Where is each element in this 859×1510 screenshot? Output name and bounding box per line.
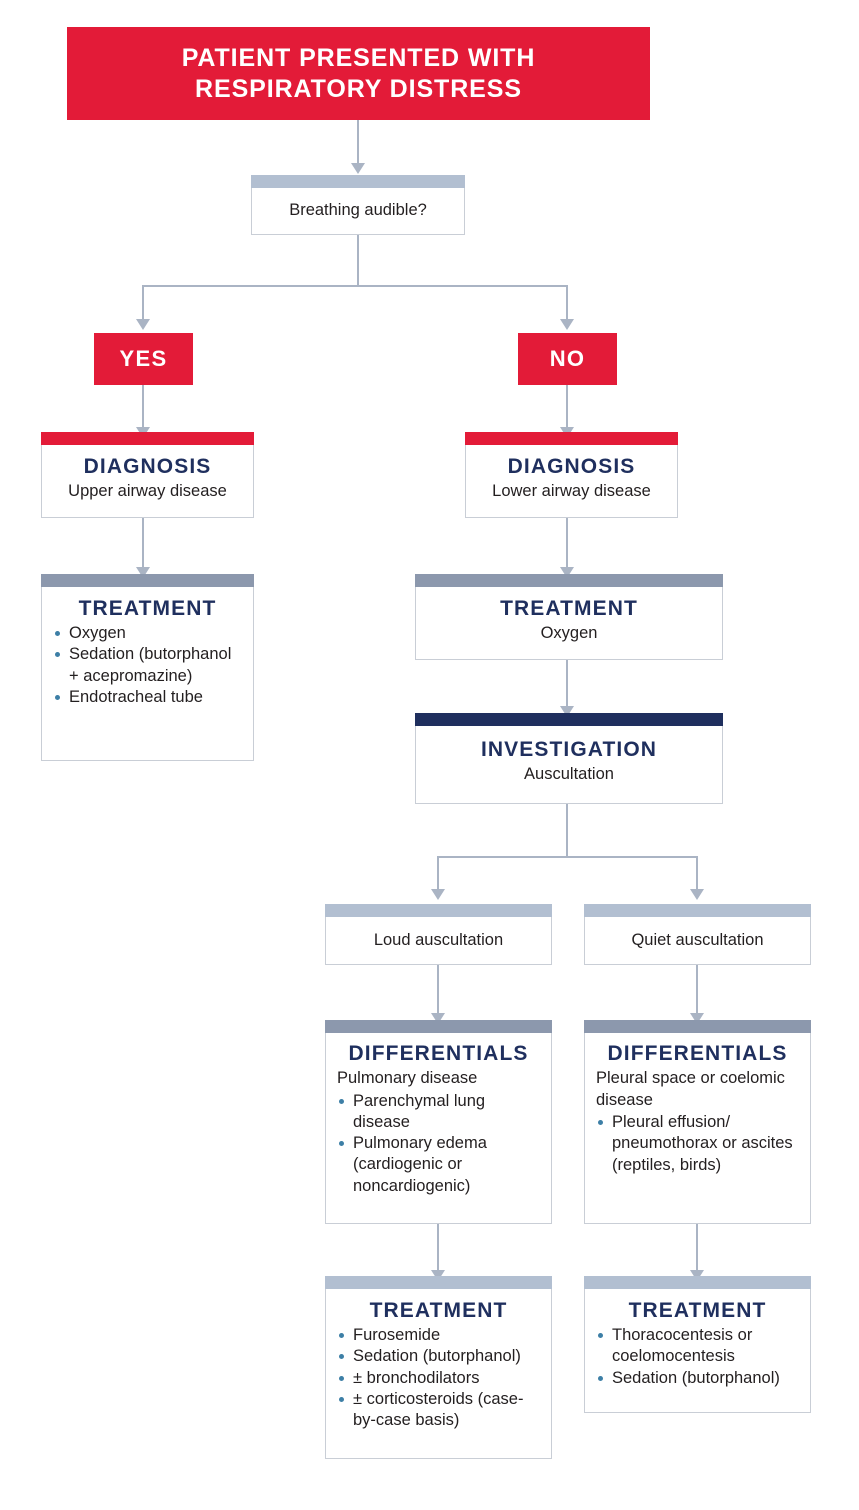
- arrowhead-no: [560, 319, 574, 330]
- list-item: Sedation (butorphanol + acepromazine): [53, 644, 242, 687]
- node-cap-light: [325, 904, 552, 917]
- ddx-quiet-lead: Pleural space or coelomic disease: [596, 1069, 785, 1109]
- arrowhead-dxupper-txupper: [136, 567, 150, 578]
- question-label: Breathing audible?: [289, 201, 427, 219]
- edge-root-question: [357, 120, 359, 165]
- tx-upper-title: TREATMENT: [78, 597, 217, 620]
- node-differentials-loud: DIFFERENTIALS Pulmonary disease Parenchy…: [325, 1020, 552, 1224]
- node-cap-red: [465, 432, 678, 445]
- arrowhead-loud-ddx: [431, 1013, 445, 1024]
- chip-no-label: NO: [549, 346, 586, 371]
- arrowhead-ddxquiet-txquiet: [690, 1270, 704, 1281]
- edge-split-loud: [437, 856, 439, 891]
- edge-investigation-split-stem: [566, 804, 568, 857]
- edge-txlower-investigation: [566, 660, 568, 710]
- root-banner-line2: RESPIRATORY DISTRESS: [195, 74, 522, 103]
- list-item: Oxygen: [53, 623, 242, 644]
- node-cap-navy: [415, 713, 723, 726]
- list-item: Sedation (butorphanol): [596, 1368, 799, 1389]
- edge-auscultation-split-horizontal: [437, 856, 697, 858]
- list-item: Pulmonary edema (cardiogenic or noncardi…: [337, 1133, 540, 1197]
- quiet-label: Quiet auscultation: [631, 931, 764, 949]
- arrowhead-txlower-investigation: [560, 706, 574, 717]
- ddx-loud-lead: Pulmonary disease: [337, 1069, 478, 1088]
- node-differentials-quiet: DIFFERENTIALS Pleural space or coelomic …: [584, 1020, 811, 1224]
- list-item: ± corticosteroids (case-by-case basis): [337, 1389, 540, 1432]
- edge-dxupper-txupper: [142, 518, 144, 570]
- node-investigation: INVESTIGATION Auscultation: [415, 713, 723, 804]
- list-item: Endotracheal tube: [53, 687, 242, 708]
- edge-split-right: [566, 285, 568, 321]
- chip-yes: YES: [94, 333, 193, 385]
- tx-lower-title: TREATMENT: [500, 597, 638, 620]
- node-treatment-loud: TREATMENT Furosemide Sedation (butorphan…: [325, 1276, 552, 1459]
- ddx-quiet-title: DIFFERENTIALS: [607, 1042, 788, 1065]
- node-loud-auscultation: Loud auscultation: [325, 904, 552, 965]
- node-diagnosis-lower: DIAGNOSIS Lower airway disease: [465, 432, 678, 518]
- root-banner: PATIENT PRESENTED WITH RESPIRATORY DISTR…: [67, 27, 650, 120]
- list-item: Thoracocentesis or coelomocentesis: [596, 1325, 799, 1368]
- node-cap-red: [41, 432, 254, 445]
- arrowhead-loud: [431, 889, 445, 900]
- node-treatment-upper: TREATMENT Oxygen Sedation (butorphanol +…: [41, 574, 254, 761]
- node-cap-light: [251, 175, 465, 188]
- edge-ddxloud-txloud: [437, 1224, 439, 1273]
- loud-label: Loud auscultation: [373, 931, 504, 949]
- list-item: Pleural effusion/ pneumothorax or ascite…: [596, 1112, 799, 1176]
- ddx-quiet-list: Pleural effusion/ pneumothorax or ascite…: [596, 1112, 799, 1176]
- arrowhead-yes: [136, 319, 150, 330]
- list-item: ± bronchodilators: [337, 1368, 540, 1389]
- arrowhead-quiet-ddx: [690, 1013, 704, 1024]
- dx-lower-title: DIAGNOSIS: [507, 455, 636, 478]
- edge-split-quiet: [696, 856, 698, 891]
- chip-yes-label: YES: [119, 346, 168, 371]
- chip-no: NO: [518, 333, 617, 385]
- node-quiet-auscultation: Quiet auscultation: [584, 904, 811, 965]
- list-item: Parenchymal lung disease: [337, 1091, 540, 1134]
- ddx-loud-list: Parenchymal lung disease Pulmonary edema…: [337, 1091, 540, 1197]
- edge-no-dx: [566, 385, 568, 429]
- edge-quiet-ddx: [696, 965, 698, 1017]
- dx-upper-title: DIAGNOSIS: [83, 455, 212, 478]
- arrowhead-dxlower-txlower: [560, 567, 574, 578]
- node-cap-slate: [41, 574, 254, 587]
- edge-question-split-stem: [357, 235, 359, 286]
- node-treatment-quiet: TREATMENT Thoracocentesis or coelomocent…: [584, 1276, 811, 1413]
- node-cap-slate: [415, 574, 723, 587]
- node-cap-light: [584, 904, 811, 917]
- node-cap-slate: [584, 1020, 811, 1033]
- node-breathing-audible: Breathing audible?: [251, 175, 465, 235]
- tx-quiet-list: Thoracocentesis or coelomocentesis Sedat…: [596, 1325, 799, 1389]
- edge-split-left: [142, 285, 144, 321]
- node-cap-light: [584, 1276, 811, 1289]
- list-item: Sedation (butorphanol): [337, 1346, 540, 1367]
- node-treatment-lower: TREATMENT Oxygen: [415, 574, 723, 660]
- tx-lower-sub: Oxygen: [540, 624, 598, 643]
- arrowhead-root-question: [351, 163, 365, 174]
- tx-quiet-title: TREATMENT: [628, 1299, 767, 1322]
- arrowhead-ddxloud-txloud: [431, 1270, 445, 1281]
- edge-split-horizontal: [142, 285, 568, 287]
- tx-upper-list: Oxygen Sedation (butorphanol + acepromaz…: [53, 623, 242, 708]
- node-cap-slate: [325, 1020, 552, 1033]
- node-cap-light: [325, 1276, 552, 1289]
- edge-loud-ddx: [437, 965, 439, 1017]
- dx-upper-sub: Upper airway disease: [68, 482, 227, 501]
- investigation-sub: Auscultation: [524, 765, 614, 784]
- ddx-loud-title: DIFFERENTIALS: [348, 1042, 529, 1065]
- arrowhead-quiet: [690, 889, 704, 900]
- list-item: Furosemide: [337, 1325, 540, 1346]
- edge-dxlower-txlower: [566, 518, 568, 570]
- investigation-title: INVESTIGATION: [480, 738, 658, 761]
- tx-loud-list: Furosemide Sedation (butorphanol) ± bron…: [337, 1325, 540, 1431]
- root-banner-line1: PATIENT PRESENTED WITH: [181, 44, 536, 72]
- tx-loud-title: TREATMENT: [369, 1299, 508, 1322]
- edge-yes-dx: [142, 385, 144, 429]
- dx-lower-sub: Lower airway disease: [492, 482, 651, 501]
- edge-ddxquiet-txquiet: [696, 1224, 698, 1273]
- node-diagnosis-upper: DIAGNOSIS Upper airway disease: [41, 432, 254, 518]
- root-banner-text: PATIENT PRESENTED WITH RESPIRATORY DISTR…: [182, 43, 536, 104]
